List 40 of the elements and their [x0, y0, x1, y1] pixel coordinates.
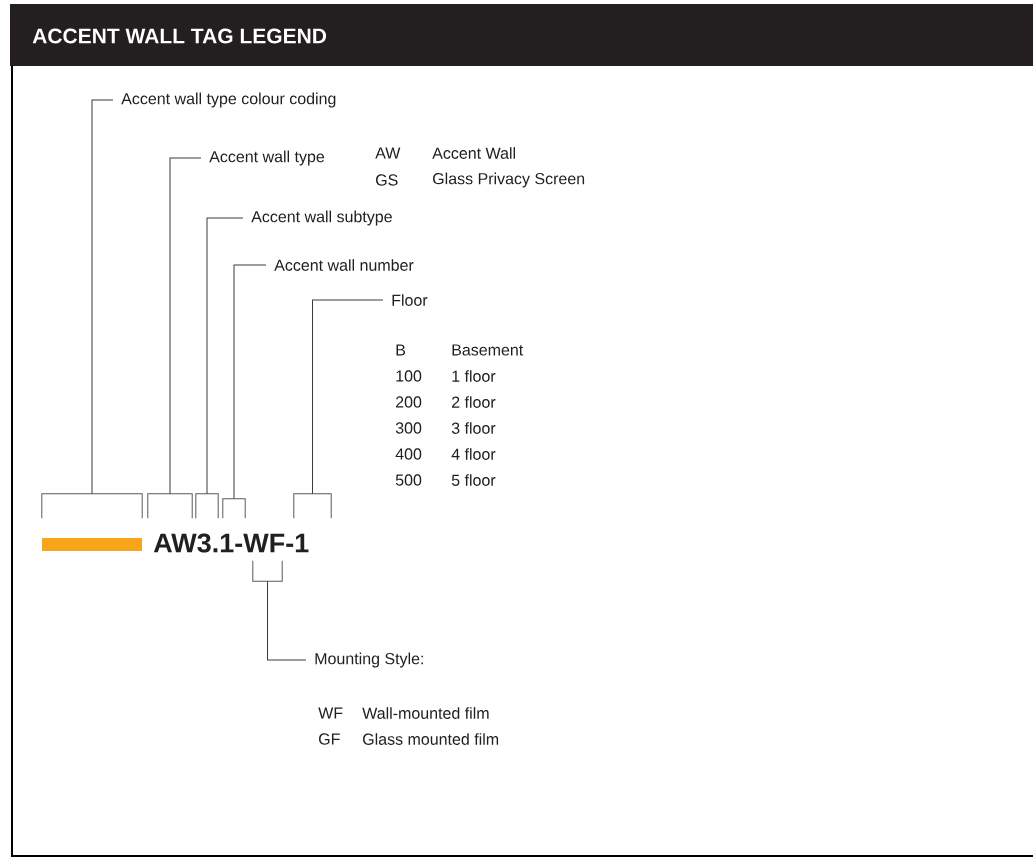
tag-code: AW3.1-WF-1: [153, 533, 309, 553]
leader-line: [312, 299, 384, 495]
callout-label: Floor: [392, 294, 428, 306]
leader-line: [206, 217, 244, 495]
description-text: Glass Privacy Screen: [433, 172, 585, 188]
description-text: 5 floor: [451, 474, 496, 486]
description-text: Wall-mounted film: [362, 707, 489, 719]
code-text: 100: [396, 370, 422, 382]
bracket: [222, 498, 246, 519]
title-bar: ACCENT WALL TAG LEGEND: [10, 4, 1033, 66]
code-text: 400: [395, 448, 422, 460]
bracket: [252, 560, 283, 582]
code-text: GS: [376, 174, 398, 186]
leader-line: [233, 264, 267, 500]
callout-label: Mounting Style:: [315, 652, 423, 668]
bracket: [293, 493, 332, 519]
bracket: [41, 493, 143, 519]
description-text: Glass mounted film: [363, 733, 499, 745]
code-text: GF: [319, 733, 340, 745]
leader-line: [267, 580, 307, 661]
callout-label: Accent wall type: [209, 150, 325, 166]
code-text: WF: [318, 707, 343, 719]
code-text: 300: [395, 422, 422, 434]
callout-label: Accent wall type colour coding: [121, 92, 336, 108]
leader-line: [91, 99, 114, 495]
code-text: 500: [395, 474, 422, 486]
leader-line: [169, 157, 202, 495]
callout-label: Accent wall subtype: [251, 210, 392, 226]
code-text: AW: [375, 147, 401, 159]
description-text: 2 floor: [452, 396, 496, 408]
callout-label: Accent wall number: [274, 259, 414, 271]
description-text: 4 floor: [451, 448, 496, 460]
description-text: 1 floor: [452, 370, 496, 382]
description-text: Basement: [452, 344, 524, 356]
bracket: [147, 493, 193, 519]
code-text: B: [396, 344, 406, 356]
description-text: Accent Wall: [432, 147, 515, 159]
bracket: [195, 493, 219, 519]
code-text: 200: [396, 396, 422, 408]
description-text: 3 floor: [451, 422, 496, 434]
